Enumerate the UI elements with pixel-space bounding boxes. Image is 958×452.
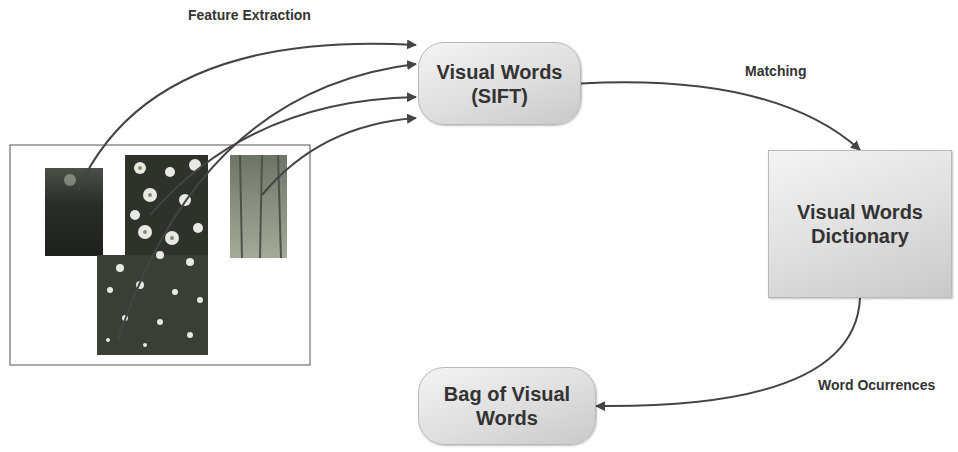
edge-label: Matching xyxy=(742,62,809,80)
feature-extraction-arrows xyxy=(78,44,416,340)
rounded-box: Bag of Visual Words xyxy=(418,367,596,445)
image-frame xyxy=(10,145,310,365)
process-label: Feature Extraction xyxy=(185,6,314,24)
node-label: Visual Words (SIFT) xyxy=(419,60,580,108)
edge-label: Word Ocurrences xyxy=(815,376,938,394)
photo-dark xyxy=(45,168,103,256)
node-label: Visual Words Dictionary xyxy=(769,200,951,248)
rounded-box: Visual Words (SIFT) xyxy=(418,42,581,125)
dictionary-box: Visual Words Dictionary xyxy=(768,150,952,298)
photo-forest xyxy=(230,155,287,258)
node-label: Bag of Visual Words xyxy=(419,382,595,430)
curved-arrow xyxy=(581,82,860,150)
